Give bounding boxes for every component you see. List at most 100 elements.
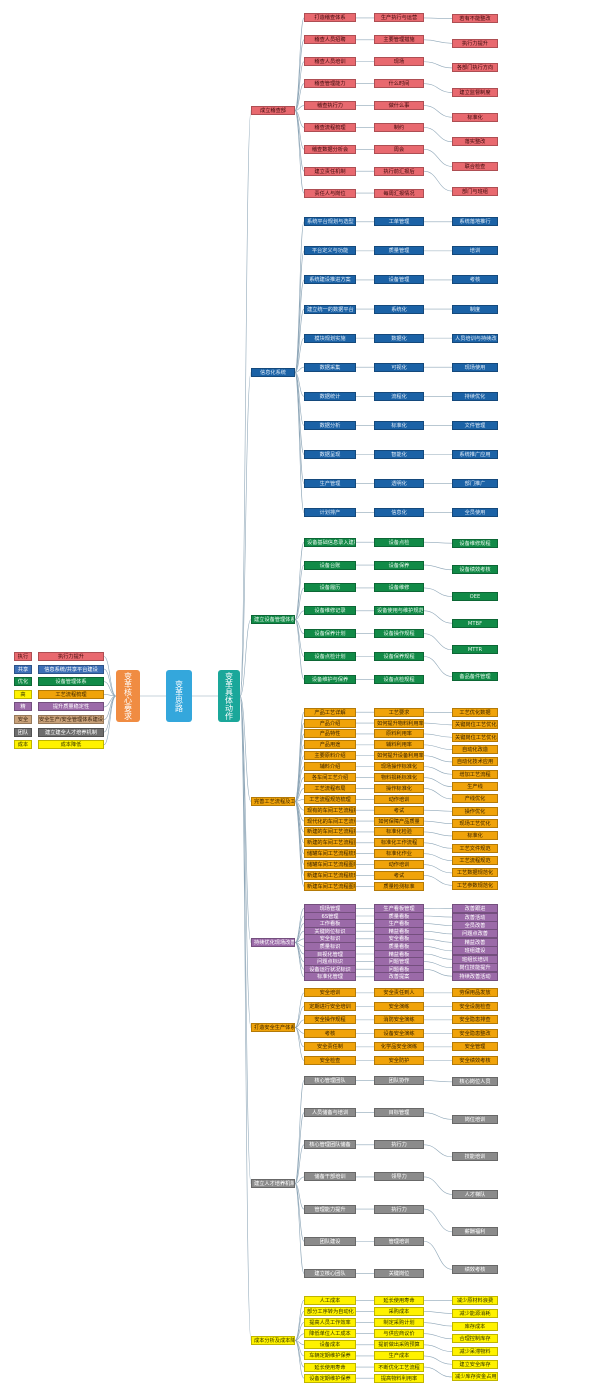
connector-line — [294, 61, 305, 111]
mindmap-node: 建立监督制度 — [452, 88, 498, 98]
mindmap-node: 不断优化工艺流程 — [374, 1362, 424, 1372]
core-requirement-item[interactable]: 执行力提升 — [38, 652, 104, 661]
core-requirement-keyword[interactable]: 执行 — [14, 652, 32, 661]
core-requirement-keyword[interactable]: 成本 — [14, 740, 32, 750]
mindmap-node: 储罐车间工艺流程图制定 — [304, 860, 356, 870]
connector-line — [423, 1322, 453, 1327]
mindmap-node: 稽查流程梳理 — [304, 122, 356, 132]
connector-line — [294, 1176, 305, 1184]
connector-line — [423, 842, 453, 849]
mindmap-node: 新建车间工艺流程图制定 — [304, 881, 356, 891]
mindmap-node: 设备安全演练 — [374, 1028, 424, 1038]
mindmap-node: MTBF — [452, 618, 498, 628]
connector-line — [423, 83, 453, 93]
mindmap-node: 安全防护 — [374, 1055, 424, 1065]
core-requirement-keyword[interactable]: 安全 — [14, 715, 32, 724]
mindmap-node: 数据采集 — [304, 362, 356, 372]
connector-line — [423, 744, 453, 750]
mindmap-node: 薪酬福利 — [452, 1227, 498, 1237]
mindmap-node: 采购成本 — [374, 1306, 424, 1316]
mindmap-node: 提高物料利用率 — [374, 1373, 424, 1383]
core-requirement-item[interactable]: 提升质量稳定性 — [38, 702, 104, 712]
mindmap-node: 设备维修记录 — [304, 606, 356, 616]
connector-line — [103, 668, 117, 697]
transformation-actions-node[interactable]: 变革具体动作 — [218, 670, 240, 722]
branch-b2[interactable]: 信息化系统 — [251, 368, 295, 377]
mindmap-node: 系统推广应用 — [452, 450, 498, 459]
mindmap-node: 产品特性 — [304, 729, 356, 739]
mindmap-node: 人才梯队 — [452, 1189, 498, 1199]
mindmap-node: 消防安全演练 — [374, 1015, 424, 1025]
mindmap-node: 打造稽查体系 — [304, 13, 356, 23]
connector-line — [423, 853, 453, 861]
connector-line — [294, 777, 305, 802]
mindmap-node: 产品工艺详解 — [304, 707, 356, 717]
mindmap-node: 标准化 — [374, 420, 424, 430]
mindmap-node: 安全隐患排查 — [452, 1015, 498, 1025]
mindmap-node: 现代化的车间工艺流程图制定 — [304, 816, 356, 826]
core-requirement-keyword[interactable]: 共享 — [14, 664, 32, 674]
mindmap-node: 储备干部培训 — [304, 1172, 356, 1182]
mindmap-node: 安全责任制 — [304, 1042, 356, 1052]
connector-line — [423, 820, 453, 824]
connector-line — [294, 1112, 305, 1184]
mindmap-node: 库存成本 — [452, 1321, 498, 1331]
mindmap-node: 生产线 — [452, 782, 498, 792]
core-requirement-item[interactable]: 成本降低 — [38, 740, 104, 750]
mindmap-node: 部门推广 — [452, 479, 498, 489]
connector-line — [294, 105, 305, 111]
connector-line — [423, 17, 453, 19]
connector-line — [423, 1144, 453, 1158]
mindmap-node: 建立安全库存 — [452, 1359, 498, 1369]
mindmap-node: 制定采购计划 — [374, 1318, 424, 1328]
branch-b5[interactable]: 持续优化现场改善 — [251, 938, 295, 947]
mindmap-node: 安全隐患整改 — [452, 1028, 498, 1038]
mindmap-node: 新建的车间工艺流程图制定 — [304, 838, 356, 848]
mindmap-node: 标准化检验 — [374, 827, 424, 837]
connector-line — [294, 372, 305, 397]
branch-b1[interactable]: 成立稽查部 — [251, 106, 295, 115]
connector-line — [294, 39, 305, 111]
mindmap-node: 现场使用 — [452, 362, 498, 372]
connector-line — [423, 170, 453, 192]
core-requirement-item[interactable]: 工艺流程梳理 — [38, 689, 104, 699]
core-requirement-keyword[interactable]: 优化 — [14, 677, 32, 687]
core-requirement-item[interactable]: 安全生产/安全管理体系建设 — [38, 715, 104, 724]
mindmap-node: 设备点检规程 — [374, 674, 424, 684]
mindmap-node: 标准化 — [452, 112, 498, 122]
connector-line — [423, 923, 453, 926]
branch-b6[interactable]: 打造安全生产体系 — [251, 1023, 295, 1032]
mindmap-node: 主要管理措施 — [374, 35, 424, 45]
mindmap-node: 考核 — [452, 275, 498, 285]
mindmap-node: 考试 — [374, 870, 424, 880]
core-requirement-item[interactable]: 建立建全人才培养机制 — [38, 727, 104, 737]
mindmap-node: 执行力提升 — [452, 38, 498, 48]
mindmap-node: 数据分析 — [304, 420, 356, 430]
mindmap-node: 新建车间工艺流程梳理 — [304, 870, 356, 880]
connector-line — [103, 695, 117, 745]
mindmap-node: 建立责任机制 — [304, 166, 356, 176]
core-requirement-node[interactable]: 变革核心要求 — [116, 670, 140, 722]
mindmap-node: 如何提升物料利用率 — [374, 718, 424, 728]
core-requirement-item[interactable]: 设备管理体系 — [38, 677, 104, 687]
connector-line — [423, 1311, 453, 1314]
mindmap-node: 岗位培训 — [452, 1114, 498, 1124]
connector-line — [294, 221, 305, 373]
mindmap-node: 数据化 — [374, 333, 424, 343]
core-requirement-keyword[interactable]: 精 — [14, 702, 32, 712]
branch-b7[interactable]: 建立人才培养机制 — [251, 1179, 295, 1188]
core-requirement-keyword[interactable]: 高 — [14, 689, 32, 699]
core-requirement-keyword[interactable]: 团队 — [14, 727, 32, 737]
mindmap-node: 工艺流程规范梳理 — [304, 794, 356, 804]
core-requirement-item[interactable]: 信息系统/共享平台建设 — [38, 664, 104, 674]
mindmap-node: 平台定义与功能 — [304, 246, 356, 256]
transformation-path-node[interactable]: 变革思路 — [166, 670, 192, 722]
branch-b4[interactable]: 完善工艺流程及工艺 — [251, 797, 295, 806]
branch-b8[interactable]: 成本分析及成本降低 — [251, 1336, 295, 1345]
branch-b3[interactable]: 建立设备管理体系 — [251, 615, 295, 624]
connector-line — [423, 1208, 453, 1233]
connector-line — [239, 695, 252, 1341]
mindmap-node: 现有的车间工艺流程梳理 — [304, 805, 356, 815]
mindmap-node: 工艺数据规范化 — [452, 868, 498, 878]
